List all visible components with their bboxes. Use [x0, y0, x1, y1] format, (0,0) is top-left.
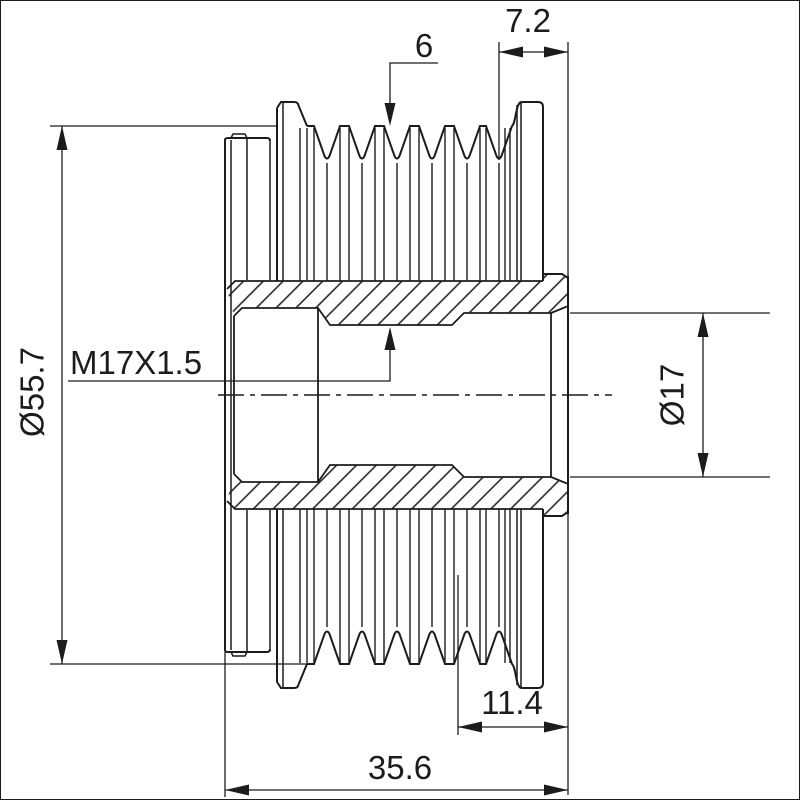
- hub-outer-bottom: [226, 500, 543, 510]
- groove-leader: [389, 62, 438, 120]
- groove-profile-bottom: [307, 630, 522, 689]
- groove-profile-top: [307, 101, 522, 160]
- hub-offset-label: 11.4: [481, 684, 543, 721]
- thread-spec-label: M17X1.5: [70, 344, 202, 381]
- arrow-od-top: [56, 126, 68, 150]
- pulley-detail-lines: [230, 102, 522, 688]
- dimension-lines: [50, 42, 770, 797]
- arrow-overall-left: [225, 784, 249, 796]
- bore-bottom-edge: [233, 464, 551, 483]
- arrow-topwidth-left: [499, 46, 523, 58]
- hub-outer-top: [226, 280, 543, 290]
- drawing-linework: [50, 42, 770, 797]
- bore-top-edge: [233, 307, 551, 326]
- hub-extension-bottom: [543, 511, 569, 517]
- pulley-outline: [224, 101, 569, 689]
- top-width-label: 7.2: [505, 2, 551, 39]
- arrow-od-bottom: [56, 640, 68, 664]
- valley-lines-top: [326, 163, 500, 281]
- arrow-topwidth-right: [544, 46, 568, 58]
- arrow-bore-bottom: [697, 453, 709, 477]
- groove-projection-lines: [299, 128, 511, 663]
- arrow-huboffset-left: [458, 721, 482, 733]
- dimension-arrowheads: [56, 46, 709, 796]
- arrow-thread-leader: [384, 327, 396, 350]
- arrow-overall-right: [544, 784, 568, 796]
- valley-lines-bottom: [326, 509, 500, 627]
- groove-pitch-label: 6: [415, 27, 433, 64]
- arrow-bore-top: [697, 313, 709, 337]
- outer-diameter-label: Ø55.7: [14, 347, 51, 437]
- left-flange-top: [276, 101, 308, 127]
- right-flange-bottom: [518, 682, 544, 689]
- section-edges: [226, 280, 568, 510]
- bore-diameter-label: Ø17: [654, 364, 691, 426]
- rib-lines-top: [299, 128, 511, 281]
- arrow-groove-leader: [384, 103, 396, 126]
- overall-width-label: 35.6: [368, 749, 432, 786]
- left-flange-bottom: [276, 663, 308, 689]
- dust-cap-ridge-bottom: [230, 651, 248, 657]
- arrow-huboffset-right: [544, 721, 568, 733]
- dimension-labels: 7.2 6 Ø55.7 M17X1.5 Ø17 11.4 35.6: [14, 2, 691, 786]
- right-flange-top: [518, 101, 544, 108]
- rib-lines-bottom: [299, 509, 511, 663]
- bore-end-chamfer: [550, 305, 568, 485]
- dust-cap-ridge-top: [230, 133, 248, 139]
- hub-extension-top: [543, 273, 569, 279]
